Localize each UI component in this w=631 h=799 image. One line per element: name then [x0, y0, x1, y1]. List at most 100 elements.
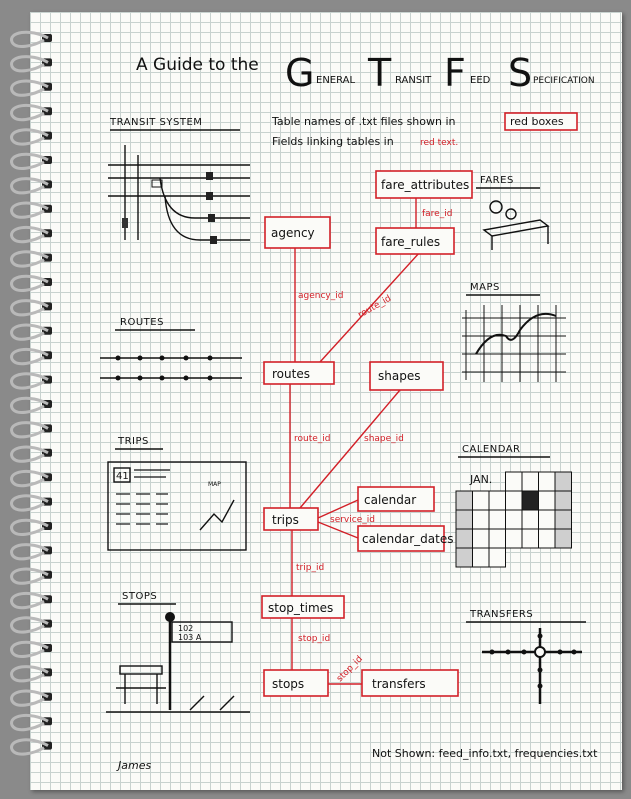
heading-maps: MAPS — [470, 282, 500, 293]
title-prefix: A Guide to the — [136, 55, 259, 75]
box-transfers — [361, 669, 459, 697]
calendar-day-cell — [538, 509, 556, 530]
box-stop-times — [261, 595, 345, 619]
sketch-trips: 41 MAP — [107, 461, 247, 551]
binding-ring — [10, 396, 49, 414]
title-specification: PECIFICATION — [533, 76, 595, 86]
calendar-day-cell — [554, 528, 572, 549]
label-agency-id: agency_id — [298, 291, 343, 301]
calendar-grid — [455, 471, 572, 568]
calendar-day-cell — [521, 490, 539, 511]
calendar-month: JAN. — [469, 473, 492, 486]
box-stops — [263, 669, 329, 697]
calendar-day-cell — [455, 528, 473, 549]
calendar-day-cell — [538, 471, 556, 492]
table-fare-attributes: fare_attributes — [381, 178, 469, 192]
calendar-day-cell — [488, 509, 506, 530]
stop-sign-line1: 102 — [178, 624, 193, 633]
table-fare-rules: fare_rules — [381, 235, 440, 249]
notebook-page — [30, 12, 622, 790]
table-calendar-dates: calendar_dates — [362, 532, 454, 546]
binding-ring — [10, 103, 49, 122]
title-t: T — [367, 51, 392, 95]
heading-transfers: TRANSFERS — [469, 609, 533, 620]
intro-red-text: red text. — [420, 138, 458, 148]
calendar-day-cell — [455, 547, 473, 568]
binding-ring — [10, 469, 49, 488]
footer-signature: James — [116, 759, 151, 772]
binding-ring — [10, 591, 49, 610]
calendar-day-cell — [455, 490, 473, 511]
box-routes — [263, 361, 335, 385]
intro-red-boxes: red boxes — [510, 115, 564, 128]
calendar-day-cell — [538, 528, 556, 549]
heading-trips: TRIPS — [117, 436, 149, 447]
heading-stops: STOPS — [122, 591, 157, 602]
spiral-binding — [10, 30, 52, 756]
section-headings: TRANSIT SYSTEM ROUTES TRIPS STOPS FARES … — [109, 117, 586, 623]
binding-ring — [10, 689, 49, 707]
title-g: G — [285, 51, 314, 95]
title-general: ENERAL — [316, 75, 356, 86]
heading-calendar: CALENDAR — [462, 444, 521, 455]
calendar-day-cell — [488, 490, 506, 511]
binding-ring — [10, 177, 49, 195]
binding-ring — [10, 128, 49, 146]
binding-ring — [10, 518, 49, 536]
table-stop-times: stop_times — [268, 601, 333, 615]
intro: Table names of .txt files shown in red b… — [271, 112, 578, 148]
title: A Guide to the G ENERAL T RANSIT F EED S… — [136, 51, 595, 95]
title-s: S — [508, 51, 532, 95]
label-stop-id-transfers: stop_id — [335, 654, 365, 684]
binding-ring — [10, 665, 49, 683]
binding-ring — [10, 494, 49, 512]
sketch-transfers — [482, 628, 582, 704]
heading-routes: ROUTES — [120, 317, 164, 328]
table-trips: trips — [272, 513, 299, 527]
link-shapes-trips — [299, 389, 401, 509]
binding-ring — [10, 421, 49, 439]
sketch-fares — [482, 200, 550, 250]
link-trips-calendar-dates — [317, 521, 359, 539]
title-feed: EED — [470, 75, 491, 86]
calendar-day-cell — [505, 509, 523, 530]
sketch-routes — [100, 355, 242, 381]
trip-map-label: MAP — [208, 481, 221, 488]
heading-transit-system: TRANSIT SYSTEM — [109, 117, 202, 128]
calendar-day-cell — [538, 490, 556, 511]
binding-ring — [10, 567, 49, 585]
stop-sign-line2: 103 A — [178, 633, 202, 642]
box-agency — [264, 216, 331, 249]
sketch-maps — [462, 305, 566, 382]
table-transfers: transfers — [372, 677, 426, 691]
binding-ring — [10, 201, 49, 219]
sketch-stops: 102 103 A — [106, 612, 250, 713]
sketch-calendar: JAN. — [455, 471, 572, 568]
red-boxes-sample — [504, 112, 578, 131]
binding-ring — [10, 250, 49, 268]
link-fare-rules-routes — [319, 251, 421, 363]
table-agency: agency — [271, 226, 315, 240]
box-calendar — [357, 486, 435, 512]
box-calendar-dates — [357, 525, 445, 552]
binding-ring — [10, 30, 49, 48]
intro-line1: Table names of .txt files shown in — [271, 115, 456, 128]
calendar-day-cell — [472, 528, 490, 549]
calendar-day-cell — [472, 547, 490, 568]
label-fare-id: fare_id — [422, 209, 452, 219]
binding-ring — [10, 225, 49, 244]
binding-ring — [10, 299, 49, 317]
calendar-day-cell — [554, 509, 572, 530]
calendar-day-cell — [554, 471, 572, 492]
table-calendar: calendar — [364, 493, 416, 507]
heading-fares: FARES — [480, 175, 514, 186]
trip-number: 41 — [116, 471, 129, 482]
box-fare-rules — [375, 227, 455, 255]
binding-ring — [10, 372, 49, 390]
calendar-day-cell — [505, 528, 523, 549]
calendar-day-cell — [505, 471, 523, 492]
binding-ring — [10, 274, 49, 292]
binding-ring — [10, 347, 49, 366]
label-route-id-trips: route_id — [294, 434, 331, 444]
